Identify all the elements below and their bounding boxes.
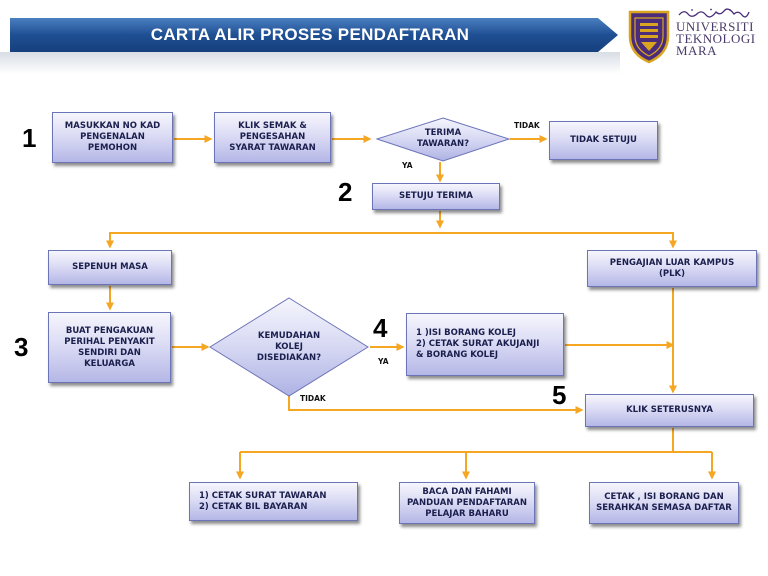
step-number-5: 5	[552, 380, 567, 410]
logo-wordmark: UNIVERSITI TEKNOLOGI MARA	[676, 19, 756, 58]
label-ya-college: YA	[378, 357, 389, 366]
reject-box: TIDAK SETUJU	[549, 121, 658, 160]
label-tidak-college: TIDAK	[300, 394, 326, 403]
uitm-crest-icon	[628, 10, 670, 64]
label-tidak-reject: TIDAK	[514, 121, 540, 130]
page-title: CARTA ALIR PROSES PENDAFTARAN	[150, 25, 470, 44]
plk-box: PENGAJIAN LUAR KAMPUS(PLK)	[587, 250, 757, 287]
label-ya-accept: YA	[402, 161, 413, 170]
step-number-3: 3	[14, 332, 29, 362]
diamond-college-shape	[209, 297, 369, 397]
header-banner	[0, 18, 620, 74]
next-step-box: KLIK SETERUSNYA	[585, 394, 754, 427]
diamond-accept-shape	[375, 117, 511, 162]
jawi-script-logo	[678, 8, 750, 18]
step-number-2: 2	[338, 177, 353, 207]
step-number-4: 4	[373, 313, 388, 343]
full-time-box: SEPENUH MASA	[48, 250, 172, 285]
agree-box: SETUJU TERIMA	[372, 183, 500, 210]
step-number-1: 1	[22, 123, 37, 153]
